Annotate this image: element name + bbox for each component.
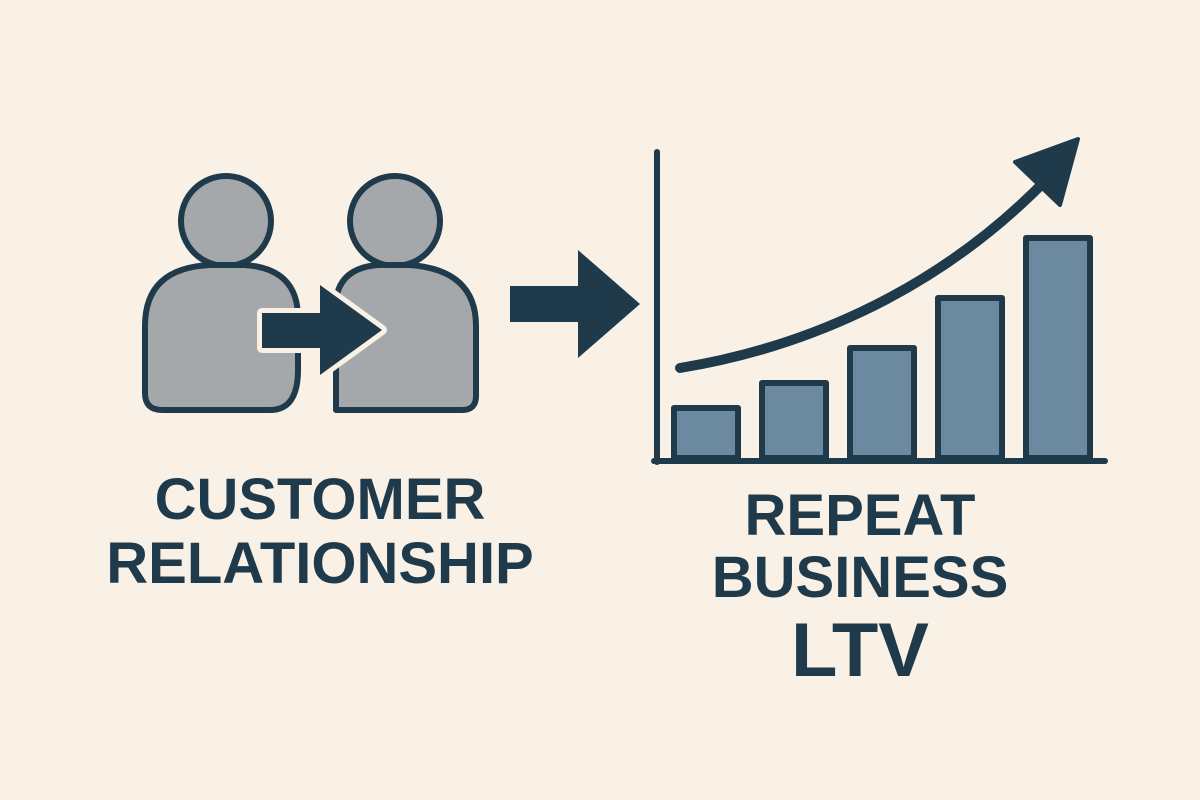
flow-arrow-icon	[510, 250, 640, 358]
handoff-arrow-icon	[257, 280, 387, 380]
repeat-business-label: REPEAT BUSINESS LTV	[630, 485, 1090, 691]
chart-bar-1	[671, 405, 741, 461]
chart-bar-4	[935, 295, 1005, 461]
chart-bar-5	[1023, 235, 1093, 461]
chart-bar-3	[847, 345, 917, 461]
trend-up-arrow-icon	[675, 137, 1080, 373]
right-label-line2: BUSINESS	[711, 545, 1009, 610]
chart-bar-2	[759, 380, 829, 461]
chart-bars	[671, 235, 1093, 461]
person-left-icon	[142, 173, 301, 413]
right-label-line1: REPEAT	[744, 483, 976, 548]
person-right-icon	[333, 173, 479, 413]
left-label-line2: RELATIONSHIP	[106, 531, 534, 596]
customer-relationship-label: CUSTOMER RELATIONSHIP	[0, 468, 640, 596]
left-label-line1: CUSTOMER	[154, 467, 486, 532]
ltv-label: LTV	[791, 608, 929, 693]
